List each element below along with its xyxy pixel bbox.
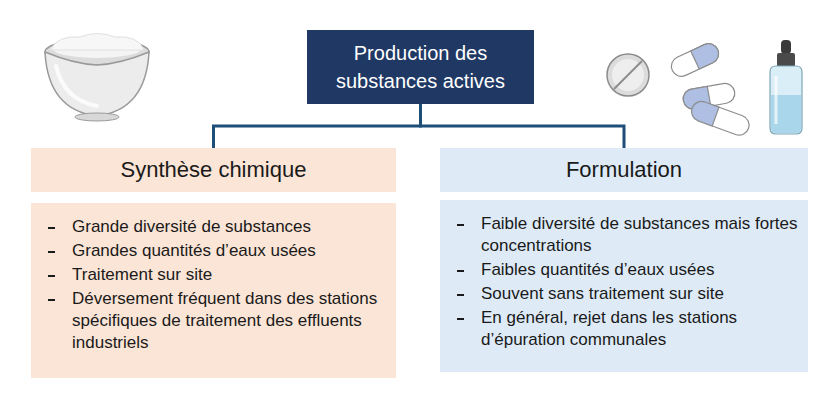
bullet-text: Faible diversité de substances mais fort… — [481, 214, 798, 255]
heading-text: Production des substances actives — [317, 39, 524, 95]
bullet-text: Traitement sur site — [72, 265, 212, 284]
bullet-text: Déversement fréquent dans des stations s… — [72, 289, 377, 352]
capsules — [668, 40, 752, 138]
bullet-dash — [457, 294, 464, 296]
bullet-dash — [457, 270, 464, 272]
bullet-list-box: Faible diversité de substances mais fort… — [440, 200, 808, 372]
bullet-item: Grandes quantités d’eaux usées — [31, 240, 396, 262]
connector-line — [214, 104, 421, 148]
bullet-item: En général, rejet dans les stations d’ép… — [440, 307, 808, 351]
bullet-text: Souvent sans traitement sur site — [481, 284, 724, 303]
bullet-item: Faible diversité de substances mais fort… — [440, 213, 808, 257]
title-box: Production des substances actives — [307, 30, 534, 104]
bullet-dash — [457, 318, 464, 320]
bullet-dash — [48, 275, 55, 277]
bullet-item: Faibles quantités d’eaux usées — [440, 259, 808, 281]
connector-line — [421, 104, 625, 148]
bullet-item: Grande diversité de substances — [31, 216, 396, 238]
heading-text: Synthèse chimique — [121, 157, 307, 183]
heading-text: Formulation — [566, 157, 682, 183]
bullet-text: En général, rejet dans les stations d’ép… — [481, 308, 737, 349]
powder-bowl — [45, 34, 149, 122]
bullet-dash — [48, 299, 55, 301]
bullet-dash — [48, 251, 55, 253]
category-header: Synthèse chimique — [31, 148, 396, 192]
dropper-bottle — [770, 40, 802, 134]
bullet-text: Grandes quantités d’eaux usées — [72, 241, 316, 260]
bullet-item: Déversement fréquent dans des stations s… — [31, 288, 396, 354]
bullet-dash — [48, 227, 55, 229]
bullet-item: Souvent sans traitement sur site — [440, 283, 808, 305]
bullet-item: Traitement sur site — [31, 264, 396, 286]
bullet-text: Grande diversité de substances — [72, 217, 311, 236]
category-header: Formulation — [440, 148, 808, 192]
tablet — [607, 54, 649, 96]
bullet-dash — [457, 224, 464, 226]
bullet-list-box: Grande diversité de substancesGrandes qu… — [31, 203, 396, 378]
bullet-text: Faibles quantités d’eaux usées — [481, 260, 714, 279]
